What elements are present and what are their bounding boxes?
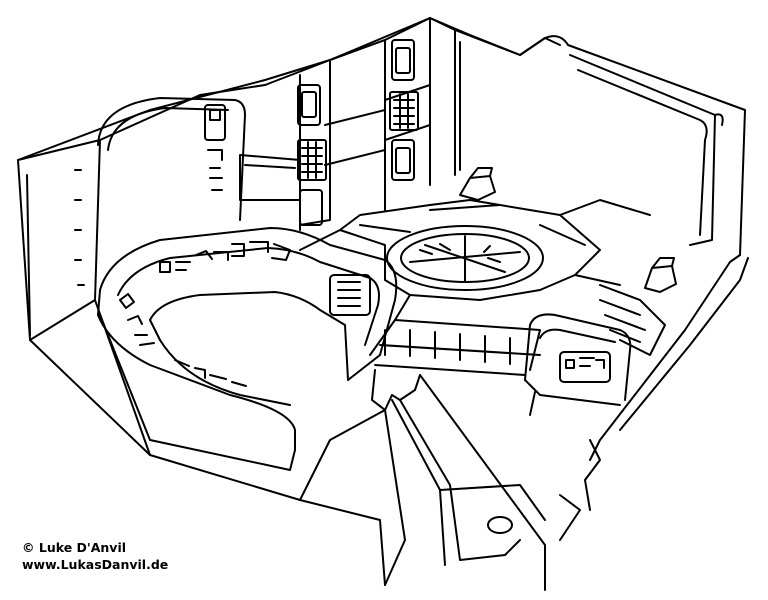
website-link[interactable]: www.LukasDanvil.de bbox=[22, 557, 169, 572]
left-wall-display bbox=[97, 97, 301, 221]
central-floor-emblem bbox=[339, 199, 601, 301]
railing-stairs bbox=[369, 284, 666, 411]
main-console bbox=[97, 227, 398, 471]
right-console bbox=[524, 313, 632, 416]
back-wall bbox=[264, 17, 456, 231]
right-wall bbox=[454, 29, 749, 461]
back-chairs bbox=[459, 167, 677, 293]
left-wall-notches bbox=[74, 169, 85, 286]
copyright-text: © Luke D'Anvil bbox=[22, 540, 127, 555]
credits-block: © Luke D'Anvil www.LukasDanvil.de bbox=[22, 539, 168, 573]
floor-details bbox=[299, 199, 651, 321]
front-corridor bbox=[299, 374, 601, 591]
